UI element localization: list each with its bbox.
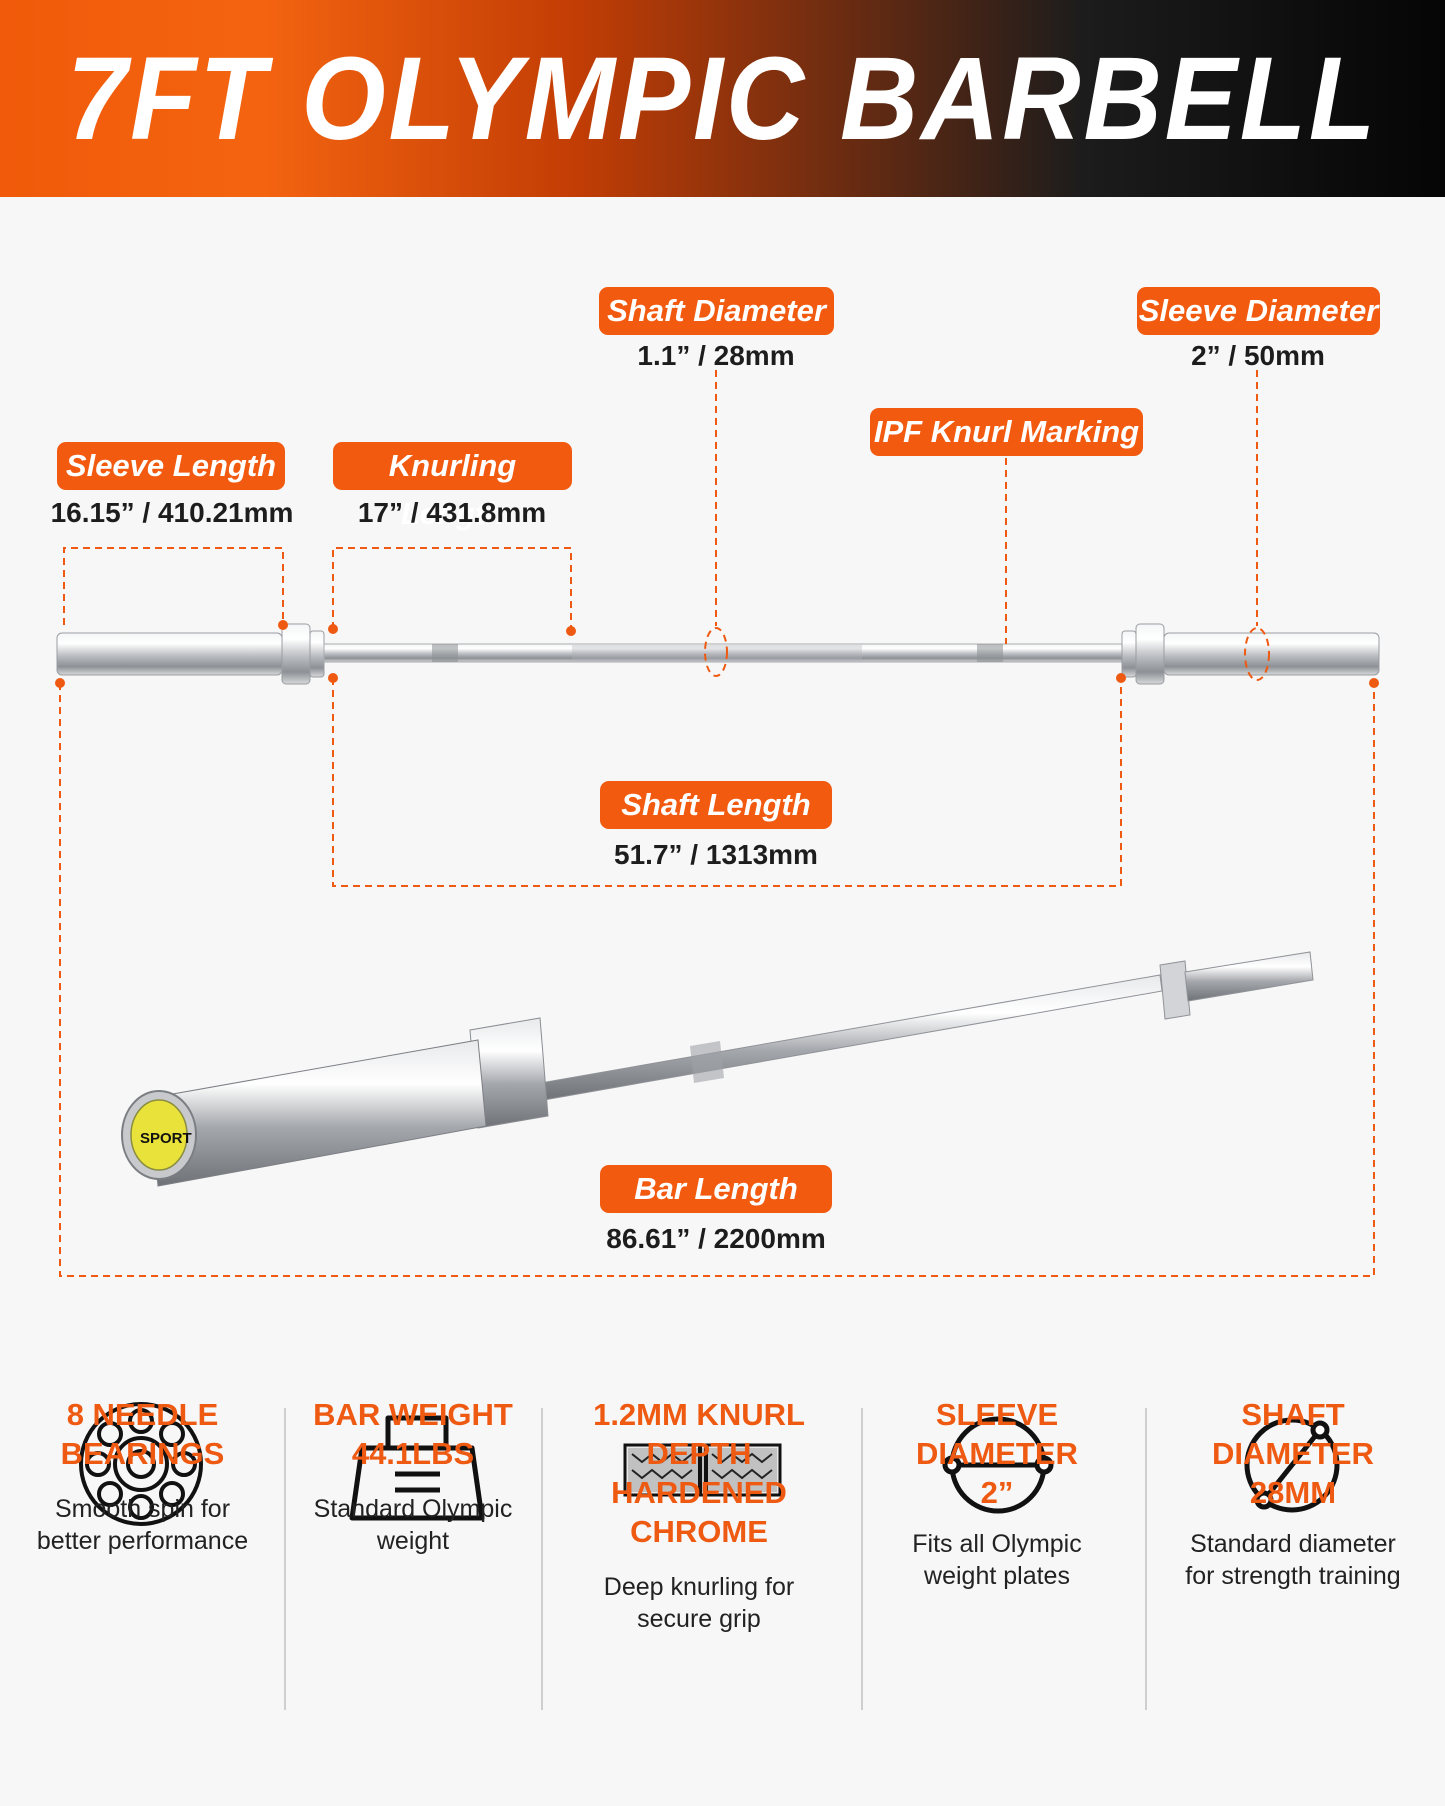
feature-desc: Fits all Olympic weight plates (912, 1530, 1082, 1590)
sleeve-diameter-value: 2” / 50mm (1191, 340, 1325, 371)
feature-sleeve-diameter: SLEEVE DIAMETER 2” Fits all Olympic weig… (870, 1395, 1124, 1592)
sleeve-length-value: 16.15” / 410.21mm (50, 497, 294, 528)
divider (541, 1408, 543, 1710)
feature-desc: Standard diameter for strength training (1185, 1530, 1401, 1590)
shaft-diameter-label: Shaft Diameter (599, 287, 834, 335)
shaft-diameter-icon (1244, 1417, 1340, 1513)
weight-icon (349, 1415, 485, 1521)
feature-desc: Smooth spin for better performance (36, 1495, 249, 1555)
guide-lines (59, 370, 1375, 1277)
page-title: 7FT OLYMPIC BARBELL (67, 32, 1378, 165)
feature-shaft-diameter: SHAFT DIAMETER 28MM Standard diameter fo… (1158, 1395, 1428, 1592)
knurl-icon (623, 1443, 782, 1497)
feature-bearings: 8 NEEDLE BEARINGS Smooth spin for better… (10, 1395, 275, 1557)
feature-title: SHAFT DIAMETER 28MM (1212, 1397, 1374, 1510)
feature-title: SLEEVE DIAMETER 2” (916, 1397, 1078, 1510)
feature-title: 1.2MM KNURL DEPTH HARDENED CHROME (593, 1397, 805, 1549)
feature-desc: Deep knurling for secure grip (603, 1573, 795, 1633)
bar-length-value: 86.61” / 2200mm (606, 1223, 826, 1254)
sleeve-length-label: Sleeve Length (57, 442, 285, 490)
knurling-length-label: Knurling Length (333, 442, 572, 531)
feature-title: BAR WEIGHT 44.1LBS (313, 1397, 513, 1471)
knurling-length-value: 17” / 431.8mm (357, 497, 547, 528)
endcap-label: SPORT (140, 1130, 192, 1147)
shaft-length-value: 51.7” / 1313mm (614, 839, 818, 870)
guide-dots (55, 620, 1379, 688)
feature-desc: Standard Olympic weight (313, 1495, 513, 1555)
feature-bar-weight: BAR WEIGHT 44.1LBS Standard Olympic weig… (293, 1395, 533, 1557)
divider (1145, 1408, 1147, 1710)
shaft-length-label: Shaft Length (600, 781, 832, 829)
barbell-straight (56, 623, 1380, 685)
barbell-angled: SPORT (121, 951, 1314, 1187)
bearing-icon (79, 1402, 203, 1526)
sleeve-diameter-label: Sleeve Diameter (1137, 287, 1380, 335)
divider (861, 1408, 863, 1710)
ipf-knurl-label: IPF Knurl Marking (870, 408, 1143, 456)
feature-knurl: 1.2MM KNURL DEPTH HARDENED CHROME Deep k… (551, 1395, 847, 1635)
header-banner (0, 0, 1445, 197)
feature-title: 8 NEEDLE BEARINGS (60, 1397, 225, 1471)
shaft-diameter-value: 1.1” / 28mm (637, 340, 795, 371)
bar-length-label: Bar Length (600, 1165, 832, 1213)
sleeve-diameter-icon (942, 1416, 1054, 1514)
divider (284, 1408, 286, 1710)
